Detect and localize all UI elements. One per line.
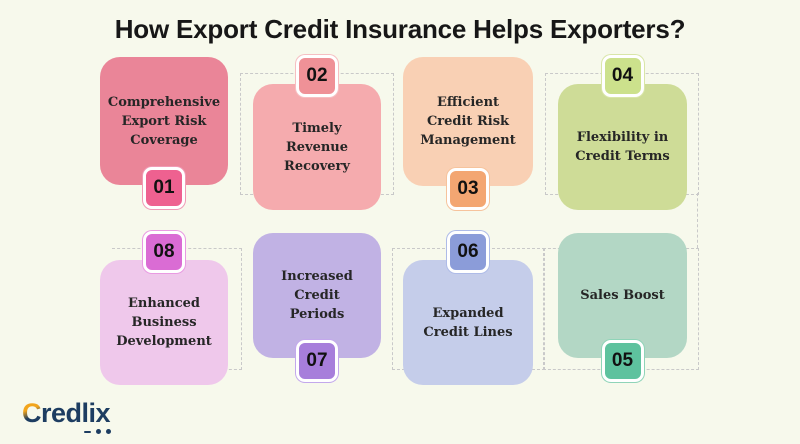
- benefit-label: Enhanced Business Development: [116, 296, 212, 349]
- benefit-card-04: 04 Flexibility in Credit Terms: [558, 55, 687, 210]
- step-number: 02: [306, 65, 328, 86]
- benefit-label: Flexibility in Credit Terms: [575, 130, 670, 164]
- step-number: 03: [457, 178, 479, 199]
- step-number-badge: 04: [601, 55, 644, 97]
- step-number-badge: 05: [601, 340, 644, 382]
- step-number-badge: 07: [296, 340, 338, 382]
- step-number-badge: 01: [143, 167, 185, 209]
- benefit-label: Timely Revenue Recovery: [284, 120, 350, 174]
- benefit-label: Increased Credit Periods: [281, 269, 353, 322]
- step-number: 07: [306, 350, 328, 371]
- step-number-badge: 08: [143, 231, 185, 273]
- step-number-badge: 03: [447, 168, 489, 210]
- benefit-card-08: 08 Enhanced Business Development: [100, 231, 228, 385]
- benefit-card-07: 07 Increased Credit Periods: [253, 233, 381, 382]
- step-number: 04: [611, 65, 634, 86]
- benefit-label: Efficient Credit Risk Management: [420, 95, 516, 148]
- step-number-badge: 02: [296, 55, 338, 97]
- benefit-label: Comprehensive Export Risk Coverage: [107, 94, 221, 148]
- benefit-label: Sales Boost: [580, 288, 665, 303]
- logo-letter-c: C: [22, 398, 42, 428]
- step-number: 01: [153, 177, 175, 198]
- benefit-card-01: 01 Comprehensive Export Risk Coverage: [100, 57, 228, 209]
- benefit-card-06: 06 Expanded Credit Lines: [403, 231, 533, 385]
- credlix-logo: Credlix: [22, 398, 111, 434]
- step-number: 06: [457, 241, 479, 262]
- benefit-card-02: 02 Timely Revenue Recovery: [253, 55, 381, 210]
- logo-text: redlix: [41, 398, 111, 428]
- step-number: 05: [611, 350, 634, 371]
- logo-motion-dots-icon: [84, 428, 120, 434]
- benefit-card-05: 05 Sales Boost: [558, 233, 687, 382]
- page-title: How Export Credit Insurance Helps Export…: [114, 14, 686, 44]
- step-number: 08: [153, 241, 175, 262]
- benefit-label: Expanded Credit Lines: [423, 305, 513, 340]
- dashed-connector-line: [697, 193, 698, 248]
- step-number-badge: 06: [447, 231, 489, 273]
- benefit-card-03: 03 Efficient Credit Risk Management: [403, 57, 533, 210]
